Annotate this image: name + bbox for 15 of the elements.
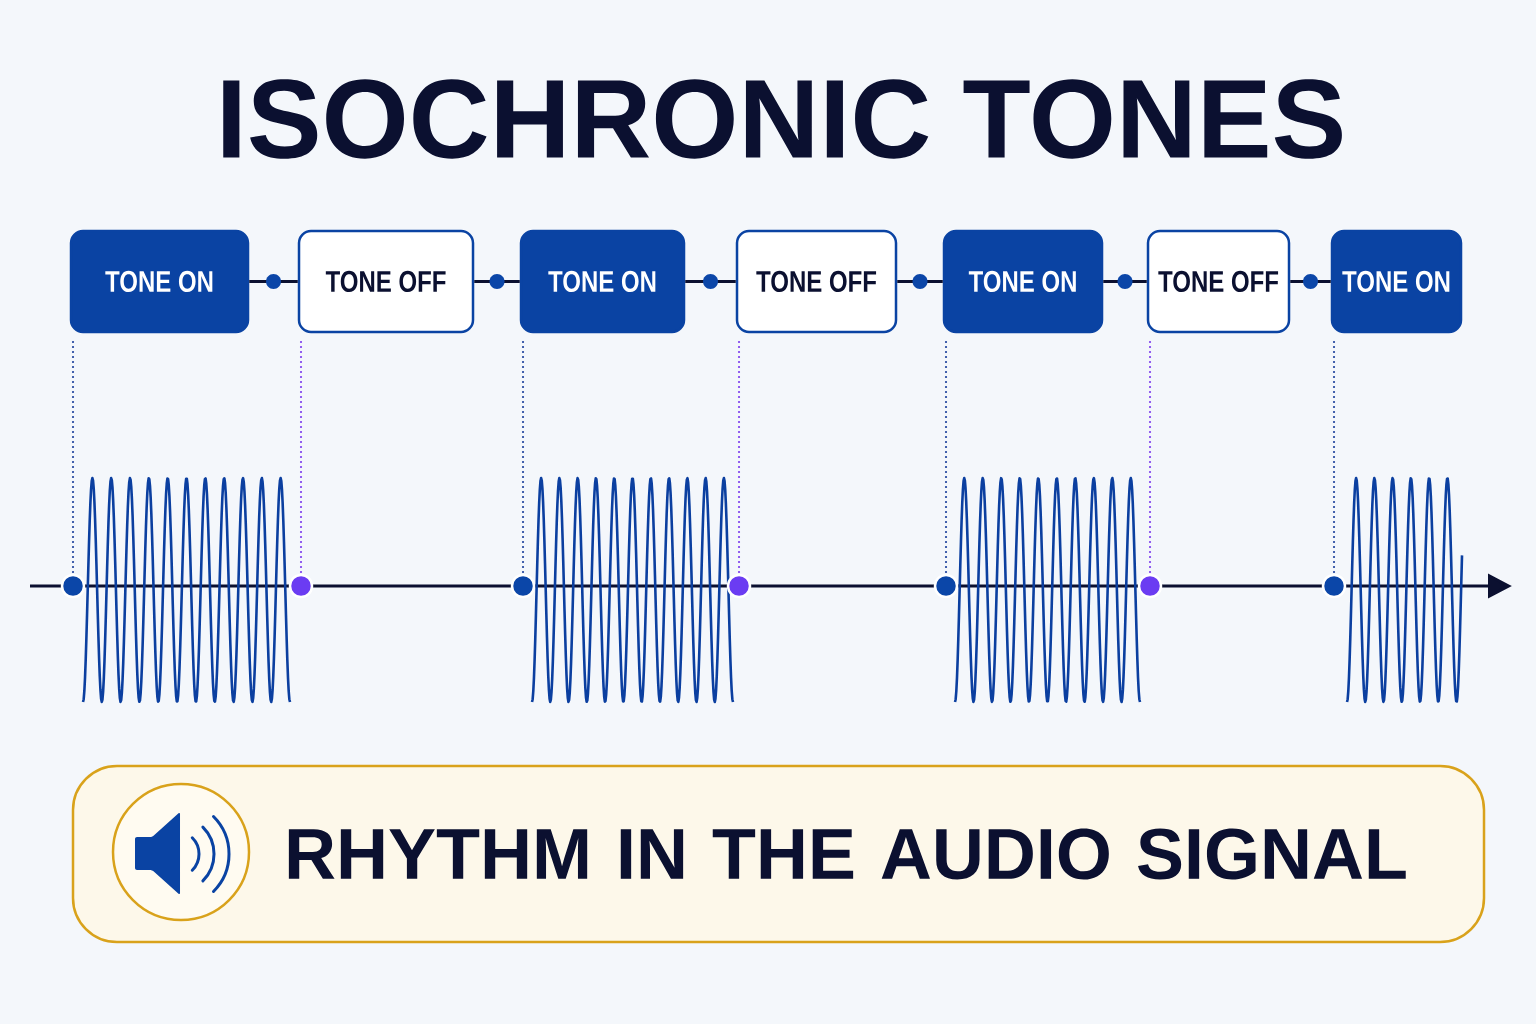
- state-box: TONE ON: [69, 229, 250, 334]
- connector: [685, 274, 736, 289]
- state-box: TONE ON: [942, 229, 1104, 334]
- state-box: TONE OFF: [1146, 229, 1291, 334]
- title: ISOCHRONIC TONES: [223, 79, 1342, 159]
- connector: [1290, 274, 1331, 289]
- state-box: TONE OFF: [297, 229, 475, 334]
- connector: [474, 274, 520, 289]
- connector: [1103, 274, 1147, 289]
- banner: RHYTHM IN THE AUDIO SIGNAL: [71, 764, 1486, 944]
- state-box: TONE ON: [1330, 229, 1463, 334]
- state-box: TONE OFF: [735, 229, 898, 334]
- state-box: TONE ON: [519, 229, 686, 334]
- connector: [249, 274, 298, 289]
- connector: [897, 274, 943, 289]
